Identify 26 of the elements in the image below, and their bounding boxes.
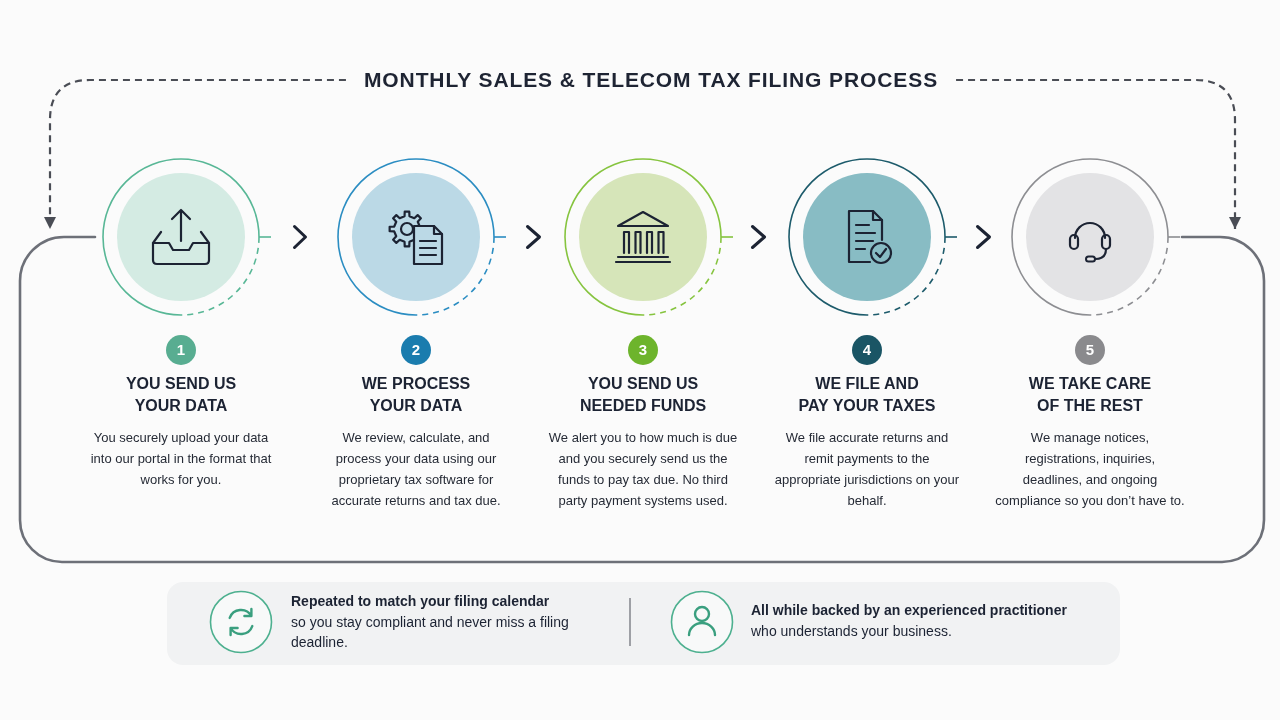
number-badge: 1: [166, 335, 196, 365]
step-description: We alert you to how much is due and you securely send us the funds to pay tax due. No third party payment systems used.: [548, 429, 738, 510]
info-text: All while backed by an experienced practitioner who understands your business.: [751, 601, 1068, 641]
step-description: You securely upload your data into our portal in the format that works for you.: [89, 429, 273, 489]
step-heading: WE FILE AND PAY YOUR TAXES: [797, 374, 937, 416]
step-description: We manage notices, registrations, inquiries, deadlines, and ongoing compliance so you don’t have to.: [995, 429, 1185, 510]
step-description: We file accurate returns and remit payments to the appropriate jurisdictions on your behalf.: [773, 429, 961, 510]
step-heading: YOU SEND US YOUR DATA: [124, 374, 238, 416]
info-text: Repeated to match your filing calendar so you stay compliant and never miss a filing deadline.: [291, 592, 570, 652]
dashed-arrow: [44, 78, 346, 229]
step-heading: YOU SEND US NEEDED FUNDS: [578, 374, 708, 416]
chevron-arrow: [293, 225, 307, 249]
number-badge: 2: [401, 335, 431, 365]
number-badge: 5: [1075, 335, 1105, 365]
diagram-title: MONTHLY SALES & TELECOM TAX FILING PROCESS: [363, 67, 939, 93]
dashed-arrow: [956, 78, 1241, 229]
step-heading: WE PROCESS YOUR DATA: [360, 374, 472, 416]
step-description: We review, calculate, and process your data using our proprietary tax software for accurate returns and tax due.: [330, 429, 502, 510]
frame-outline: [18, 235, 1266, 564]
number-badge: 4: [852, 335, 882, 365]
info-panel: [167, 582, 1120, 665]
step-heading: WE TAKE CARE OF THE REST: [1027, 374, 1153, 416]
chevron-arrow: [751, 225, 766, 249]
number-badge: 3: [628, 335, 658, 365]
chevron-arrow: [976, 225, 991, 249]
chevron-arrow: [526, 225, 541, 249]
